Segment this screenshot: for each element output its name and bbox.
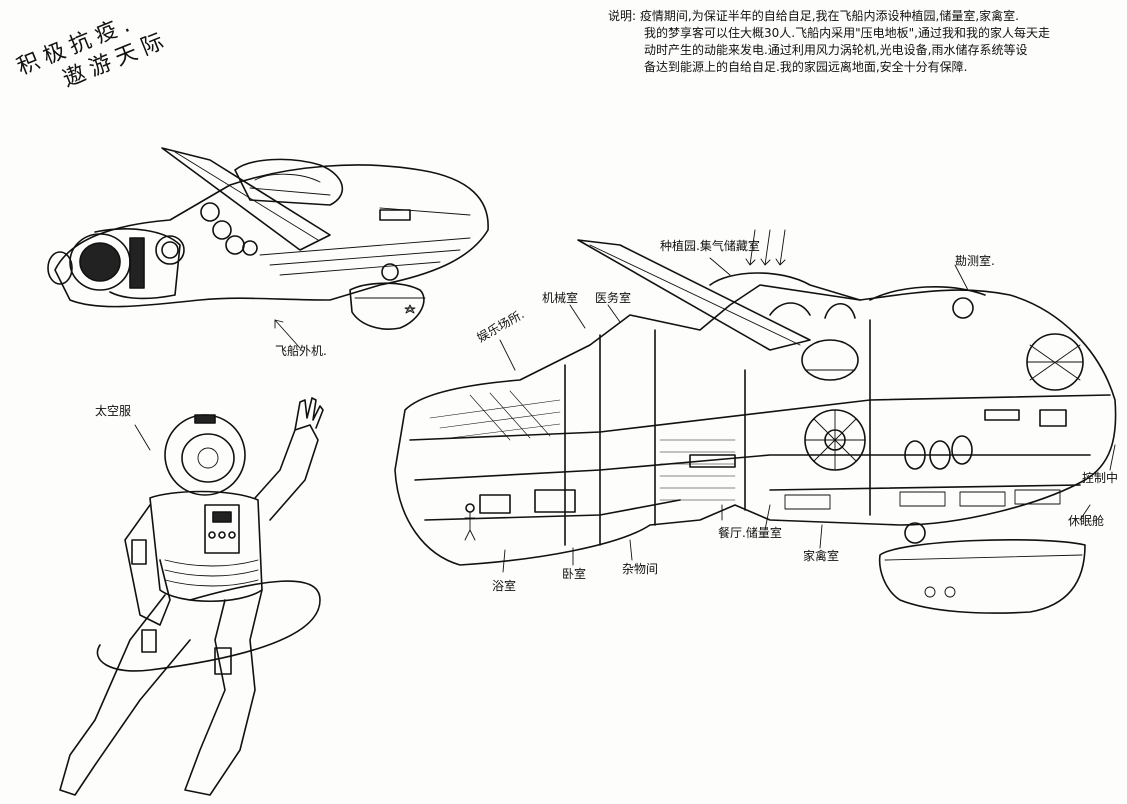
notes-prefix: 说明:	[608, 9, 637, 23]
label-spacesuit: 太空服	[95, 404, 132, 418]
label-shuttle: 休眠舱	[1068, 514, 1105, 528]
label-planting: 种植园.集气储藏室	[660, 239, 760, 253]
spaceship-exterior-drawing	[47, 147, 489, 349]
notes-line: 疫情期间,为保证半年的自给自足,我在飞船内添设种植园,储量室,家禽室.	[639, 9, 1019, 23]
description-notes: 说明: 疫情期间,为保证半年的自给自足,我在飞船内添设种植园,储量室,家禽室. …	[608, 8, 1088, 76]
notes-line: 动时产生的动能来发电.通过利用风力涡轮机,光电设备,雨水储存系统等设	[644, 43, 1028, 57]
label-computer-room: 机械室	[542, 291, 579, 305]
label-control: 控制中	[1082, 471, 1119, 485]
notes-line: 我的梦享客可以住大概30人.飞船内采用"压电地板",通过我和我的家人每天走	[644, 26, 1050, 40]
label-poultry: 家禽室	[803, 549, 840, 563]
spaceship-cutaway-drawing	[394, 229, 1117, 614]
label-dining: 餐厅.储量室	[718, 526, 782, 540]
label-storage: 杂物间	[622, 562, 659, 576]
notes-line: 备达到能源上的自给自足.我的家园远离地面,安全十分有保障.	[644, 60, 968, 74]
label-bathroom: 浴室	[492, 579, 517, 593]
label-exterior: 飞船外机.	[275, 344, 327, 358]
label-bedroom: 卧室	[562, 567, 587, 581]
astronaut-drawing	[59, 397, 324, 796]
label-medical-room: 医务室	[595, 291, 632, 305]
label-observatory: 勘测室.	[955, 254, 995, 268]
